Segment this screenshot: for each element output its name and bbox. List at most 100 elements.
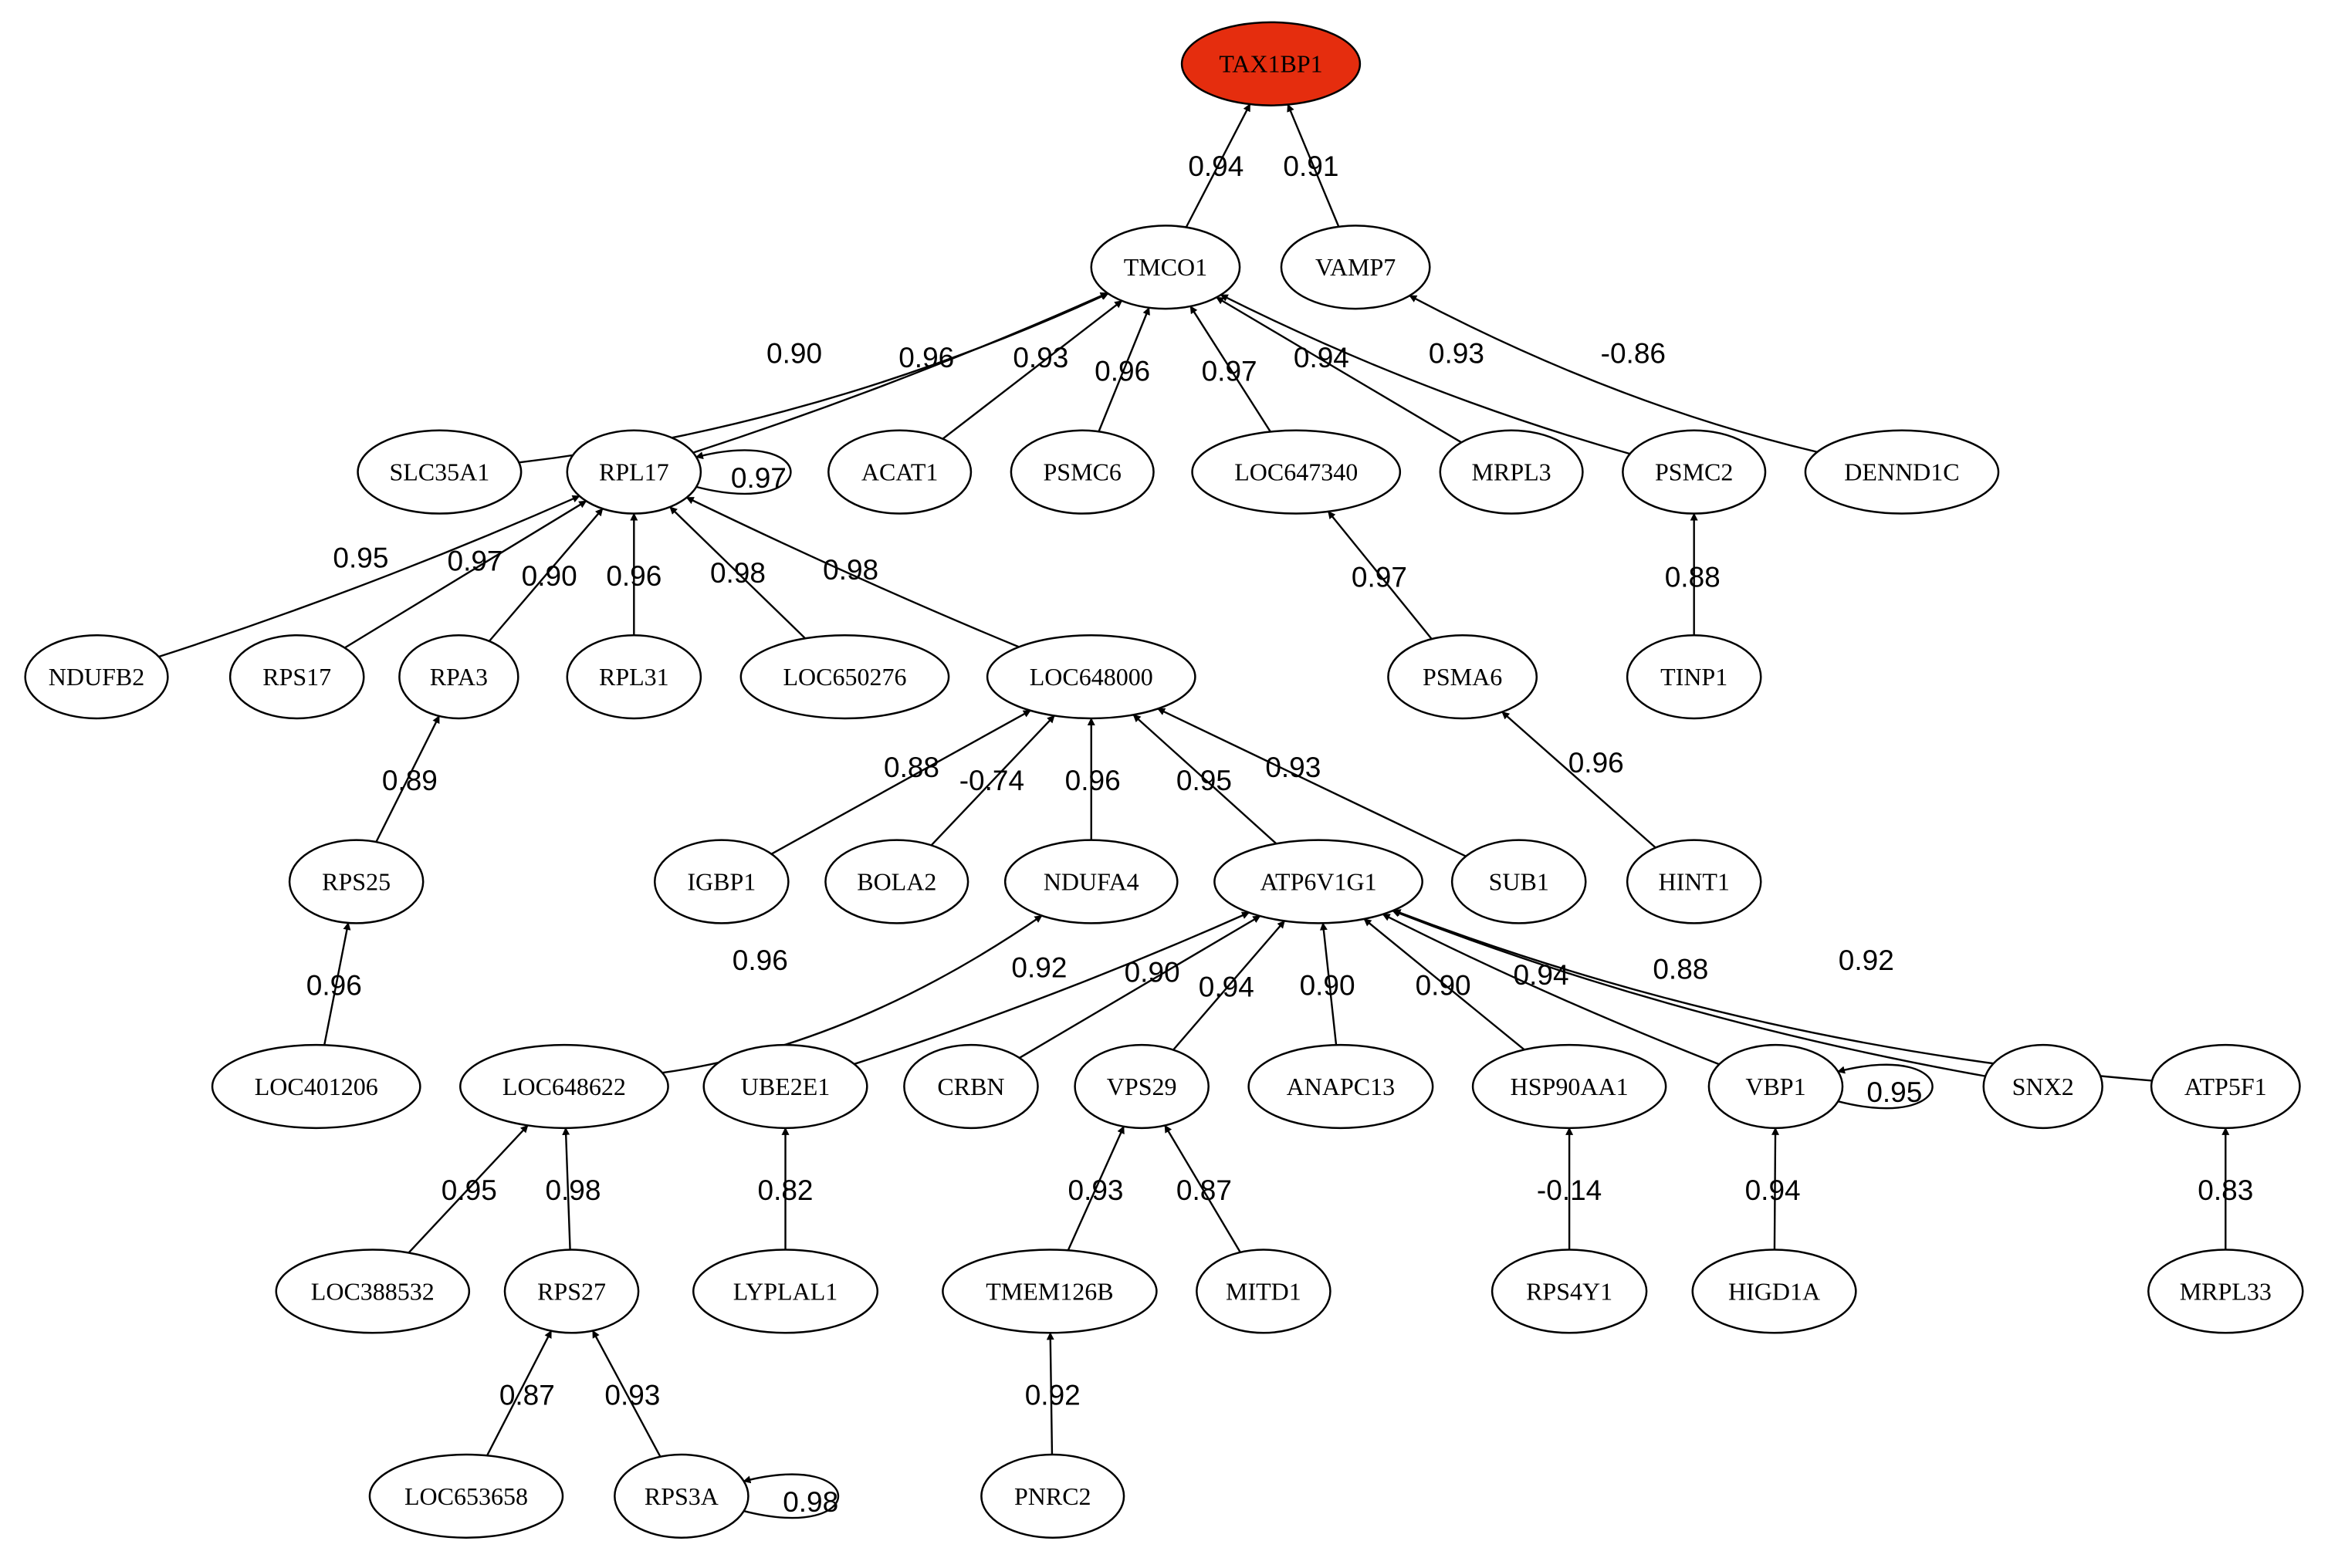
node-anapc13[interactable]: ANAPC13 xyxy=(1247,1043,1434,1130)
node-ellipse[interactable] xyxy=(903,1043,1039,1130)
node-ellipse[interactable] xyxy=(2150,1043,2301,1130)
node-ellipse[interactable] xyxy=(566,429,702,515)
node-ellipse[interactable] xyxy=(980,1453,1125,1539)
node-ellipse[interactable] xyxy=(1247,1043,1434,1130)
node-snx2[interactable]: SNX2 xyxy=(1982,1043,2103,1130)
node-tinp1[interactable]: TINP1 xyxy=(1626,634,1762,720)
edge-line xyxy=(158,495,580,658)
node-ellipse[interactable] xyxy=(275,1249,471,1334)
node-ellipse[interactable] xyxy=(288,839,425,924)
node-ellipse[interactable] xyxy=(398,634,519,720)
node-ellipse[interactable] xyxy=(1804,429,2000,515)
node-ellipse[interactable] xyxy=(2147,1249,2304,1334)
edge-weight-label: 0.95 xyxy=(333,542,388,574)
node-ellipse[interactable] xyxy=(1010,429,1155,515)
node-ellipse[interactable] xyxy=(228,634,365,720)
node-ellipse[interactable] xyxy=(368,1453,564,1539)
node-loc653658[interactable]: LOC653658 xyxy=(368,1453,564,1539)
node-psmc6[interactable]: PSMC6 xyxy=(1010,429,1155,515)
node-rps17[interactable]: RPS17 xyxy=(228,634,365,720)
node-rps27[interactable]: RPS27 xyxy=(503,1249,640,1334)
node-vbp1[interactable]: VBP1 xyxy=(1707,1043,1844,1130)
node-loc648000[interactable]: LOC648000 xyxy=(986,634,1196,720)
node-loc650276[interactable]: LOC650276 xyxy=(739,634,950,720)
node-ellipse[interactable] xyxy=(1622,429,1767,515)
node-ellipse[interactable] xyxy=(1707,1043,1844,1130)
node-ellipse[interactable] xyxy=(1191,429,1402,515)
node-ellipse[interactable] xyxy=(654,839,790,924)
node-rps4y1[interactable]: RPS4Y1 xyxy=(1491,1249,1648,1334)
node-ellipse[interactable] xyxy=(1387,634,1538,720)
node-ellipse[interactable] xyxy=(1439,429,1584,515)
node-tmem126b[interactable]: TMEM126B xyxy=(942,1249,1158,1334)
node-vamp7[interactable]: VAMP7 xyxy=(1280,225,1431,310)
node-psma6[interactable]: PSMA6 xyxy=(1387,634,1538,720)
node-ellipse[interactable] xyxy=(566,634,702,720)
node-dennd1c[interactable]: DENND1C xyxy=(1804,429,2000,515)
node-rps3a[interactable]: RPS3A xyxy=(614,1453,749,1539)
node-ndufb2[interactable]: NDUFB2 xyxy=(24,634,169,720)
node-ellipse[interactable] xyxy=(503,1249,640,1334)
node-igbp1[interactable]: IGBP1 xyxy=(654,839,790,924)
edge-mitd1-to-vps29 xyxy=(1164,1124,1241,1253)
node-rpl17[interactable]: RPL17 xyxy=(566,429,702,515)
node-tax1bp1[interactable]: TAX1BP1 xyxy=(1180,21,1362,106)
node-loc401206[interactable]: LOC401206 xyxy=(211,1043,421,1130)
node-mrpl33[interactable]: MRPL33 xyxy=(2147,1249,2304,1334)
node-ellipse[interactable] xyxy=(459,1043,669,1130)
node-sub1[interactable]: SUB1 xyxy=(1450,839,1587,924)
node-ellipse[interactable] xyxy=(211,1043,421,1130)
node-slc35a1[interactable]: SLC35A1 xyxy=(357,429,523,515)
node-ellipse[interactable] xyxy=(702,1043,868,1130)
node-pnrc2[interactable]: PNRC2 xyxy=(980,1453,1125,1539)
node-ellipse[interactable] xyxy=(1196,1249,1331,1334)
node-loc388532[interactable]: LOC388532 xyxy=(275,1249,471,1334)
node-ellipse[interactable] xyxy=(24,634,169,720)
node-ellipse[interactable] xyxy=(1626,839,1762,924)
node-mitd1[interactable]: MITD1 xyxy=(1196,1249,1331,1334)
node-ellipse[interactable] xyxy=(827,429,973,515)
node-ellipse[interactable] xyxy=(1982,1043,2103,1130)
node-loc647340[interactable]: LOC647340 xyxy=(1191,429,1402,515)
node-atp5f1[interactable]: ATP5F1 xyxy=(2150,1043,2301,1130)
node-crbn[interactable]: CRBN xyxy=(903,1043,1039,1130)
node-ellipse[interactable] xyxy=(1213,839,1423,924)
node-atp6v1g1[interactable]: ATP6V1G1 xyxy=(1213,839,1423,924)
node-ellipse[interactable] xyxy=(357,429,523,515)
node-ellipse[interactable] xyxy=(739,634,950,720)
node-ndufa4[interactable]: NDUFA4 xyxy=(1003,839,1179,924)
node-psmc2[interactable]: PSMC2 xyxy=(1622,429,1767,515)
node-hint1[interactable]: HINT1 xyxy=(1626,839,1762,924)
node-rps25[interactable]: RPS25 xyxy=(288,839,425,924)
node-ellipse[interactable] xyxy=(824,839,969,924)
node-loc648622[interactable]: LOC648622 xyxy=(459,1043,669,1130)
node-ube2e1[interactable]: UBE2E1 xyxy=(702,1043,868,1130)
node-ellipse[interactable] xyxy=(1491,1249,1648,1334)
node-hsp90aa1[interactable]: HSP90AA1 xyxy=(1471,1043,1667,1130)
node-ellipse[interactable] xyxy=(986,634,1196,720)
node-ellipse[interactable] xyxy=(1691,1249,1857,1334)
node-ellipse[interactable] xyxy=(692,1249,879,1334)
node-mrpl3[interactable]: MRPL3 xyxy=(1439,429,1584,515)
node-ellipse[interactable] xyxy=(1450,839,1587,924)
node-rpl31[interactable]: RPL31 xyxy=(566,634,702,720)
node-ellipse[interactable] xyxy=(1471,1043,1667,1130)
node-acat1[interactable]: ACAT1 xyxy=(827,429,973,515)
node-ellipse[interactable] xyxy=(942,1249,1158,1334)
node-ellipse[interactable] xyxy=(614,1453,749,1539)
node-bola2[interactable]: BOLA2 xyxy=(824,839,969,924)
node-ellipse[interactable] xyxy=(1626,634,1762,720)
node-higd1a[interactable]: HIGD1A xyxy=(1691,1249,1857,1334)
edge-weight-label: 0.96 xyxy=(1095,355,1150,387)
node-label: RPS27 xyxy=(537,1277,606,1305)
root-node-ellipse[interactable] xyxy=(1180,21,1362,106)
node-ellipse[interactable] xyxy=(1090,225,1241,310)
node-vps29[interactable]: VPS29 xyxy=(1074,1043,1210,1130)
node-ellipse[interactable] xyxy=(1074,1043,1210,1130)
node-ellipse[interactable] xyxy=(1280,225,1431,310)
node-rpa3[interactable]: RPA3 xyxy=(398,634,519,720)
edge-line xyxy=(1164,1124,1241,1253)
node-lyplal1[interactable]: LYPLAL1 xyxy=(692,1249,879,1334)
node-ellipse[interactable] xyxy=(1003,839,1179,924)
node-tmco1[interactable]: TMCO1 xyxy=(1090,225,1241,310)
